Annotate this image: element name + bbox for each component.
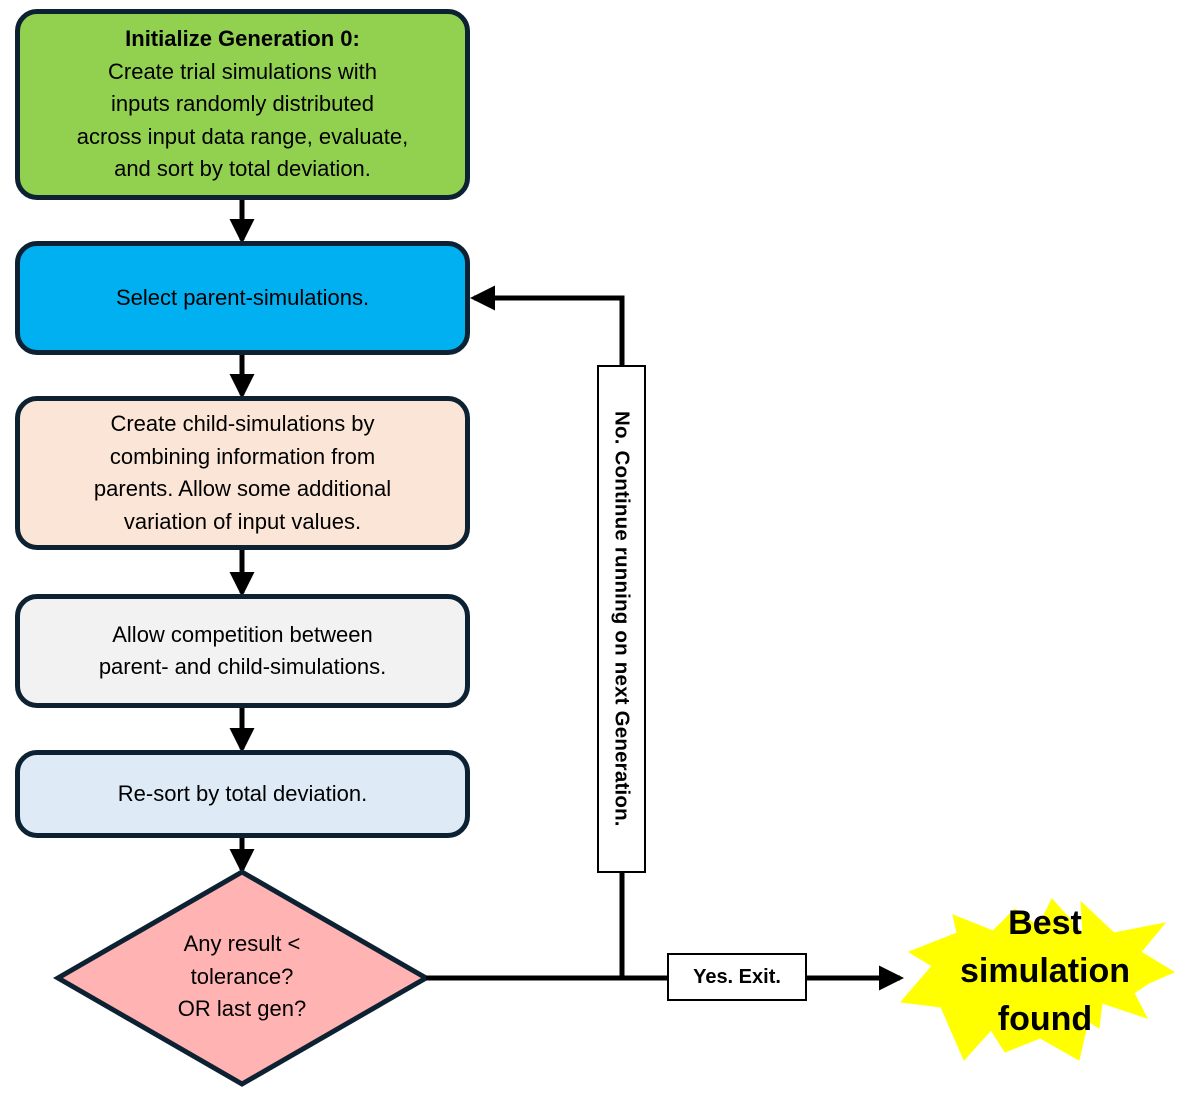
init-step-line: across input data range, evaluate, bbox=[76, 123, 409, 149]
decision-line: Any result < bbox=[183, 931, 301, 956]
result-starburst bbox=[900, 898, 1176, 1061]
decision-diamond bbox=[52, 869, 432, 1087]
resort-step-text: Re-sort by total deviation. bbox=[117, 780, 368, 806]
exit-label: Yes. Exit. bbox=[667, 953, 807, 1001]
init-step-line: inputs randomly distributed bbox=[111, 91, 374, 117]
child-step-line: Create child-simulations by bbox=[110, 411, 375, 436]
loop-back-label: No. Continue running on next Generation. bbox=[597, 365, 646, 873]
resort-step: Re-sort by total deviation. bbox=[15, 750, 470, 838]
decision-line: tolerance? bbox=[190, 963, 294, 989]
init-step-line: and sort by total deviation. bbox=[114, 156, 371, 182]
init-generation-step: Initialize Generation 0: Create trial si… bbox=[15, 9, 470, 200]
create-children-step: Create child-simulations by combining in… bbox=[15, 396, 470, 550]
init-step-title: Initialize Generation 0: bbox=[125, 26, 360, 52]
competition-step: Allow competition between parent- and ch… bbox=[15, 594, 470, 708]
decision-text: Any result < tolerance? OR last gen? bbox=[120, 928, 364, 1026]
result-text: Best simulation found bbox=[930, 899, 1160, 1043]
child-step-line: combining information from bbox=[109, 443, 376, 469]
result-line: found bbox=[997, 1000, 1093, 1038]
loop-back-label-text: No. Continue running on next Generation. bbox=[610, 411, 634, 827]
child-step-line: parents. Allow some additional bbox=[93, 476, 392, 501]
compete-step-line: parent- and child-simulations. bbox=[98, 654, 387, 679]
result-line: Best bbox=[1008, 904, 1082, 942]
result-line: simulation bbox=[959, 952, 1131, 990]
decision-line: OR last gen? bbox=[177, 996, 307, 1021]
init-step-line: Create trial simulations with bbox=[108, 58, 377, 84]
child-step-line: variation of input values. bbox=[123, 508, 362, 534]
select-step-text: Select parent-simulations. bbox=[115, 284, 370, 310]
compete-step-line: Allow competition between bbox=[112, 621, 373, 647]
select-parents-step: Select parent-simulations. bbox=[15, 241, 470, 355]
